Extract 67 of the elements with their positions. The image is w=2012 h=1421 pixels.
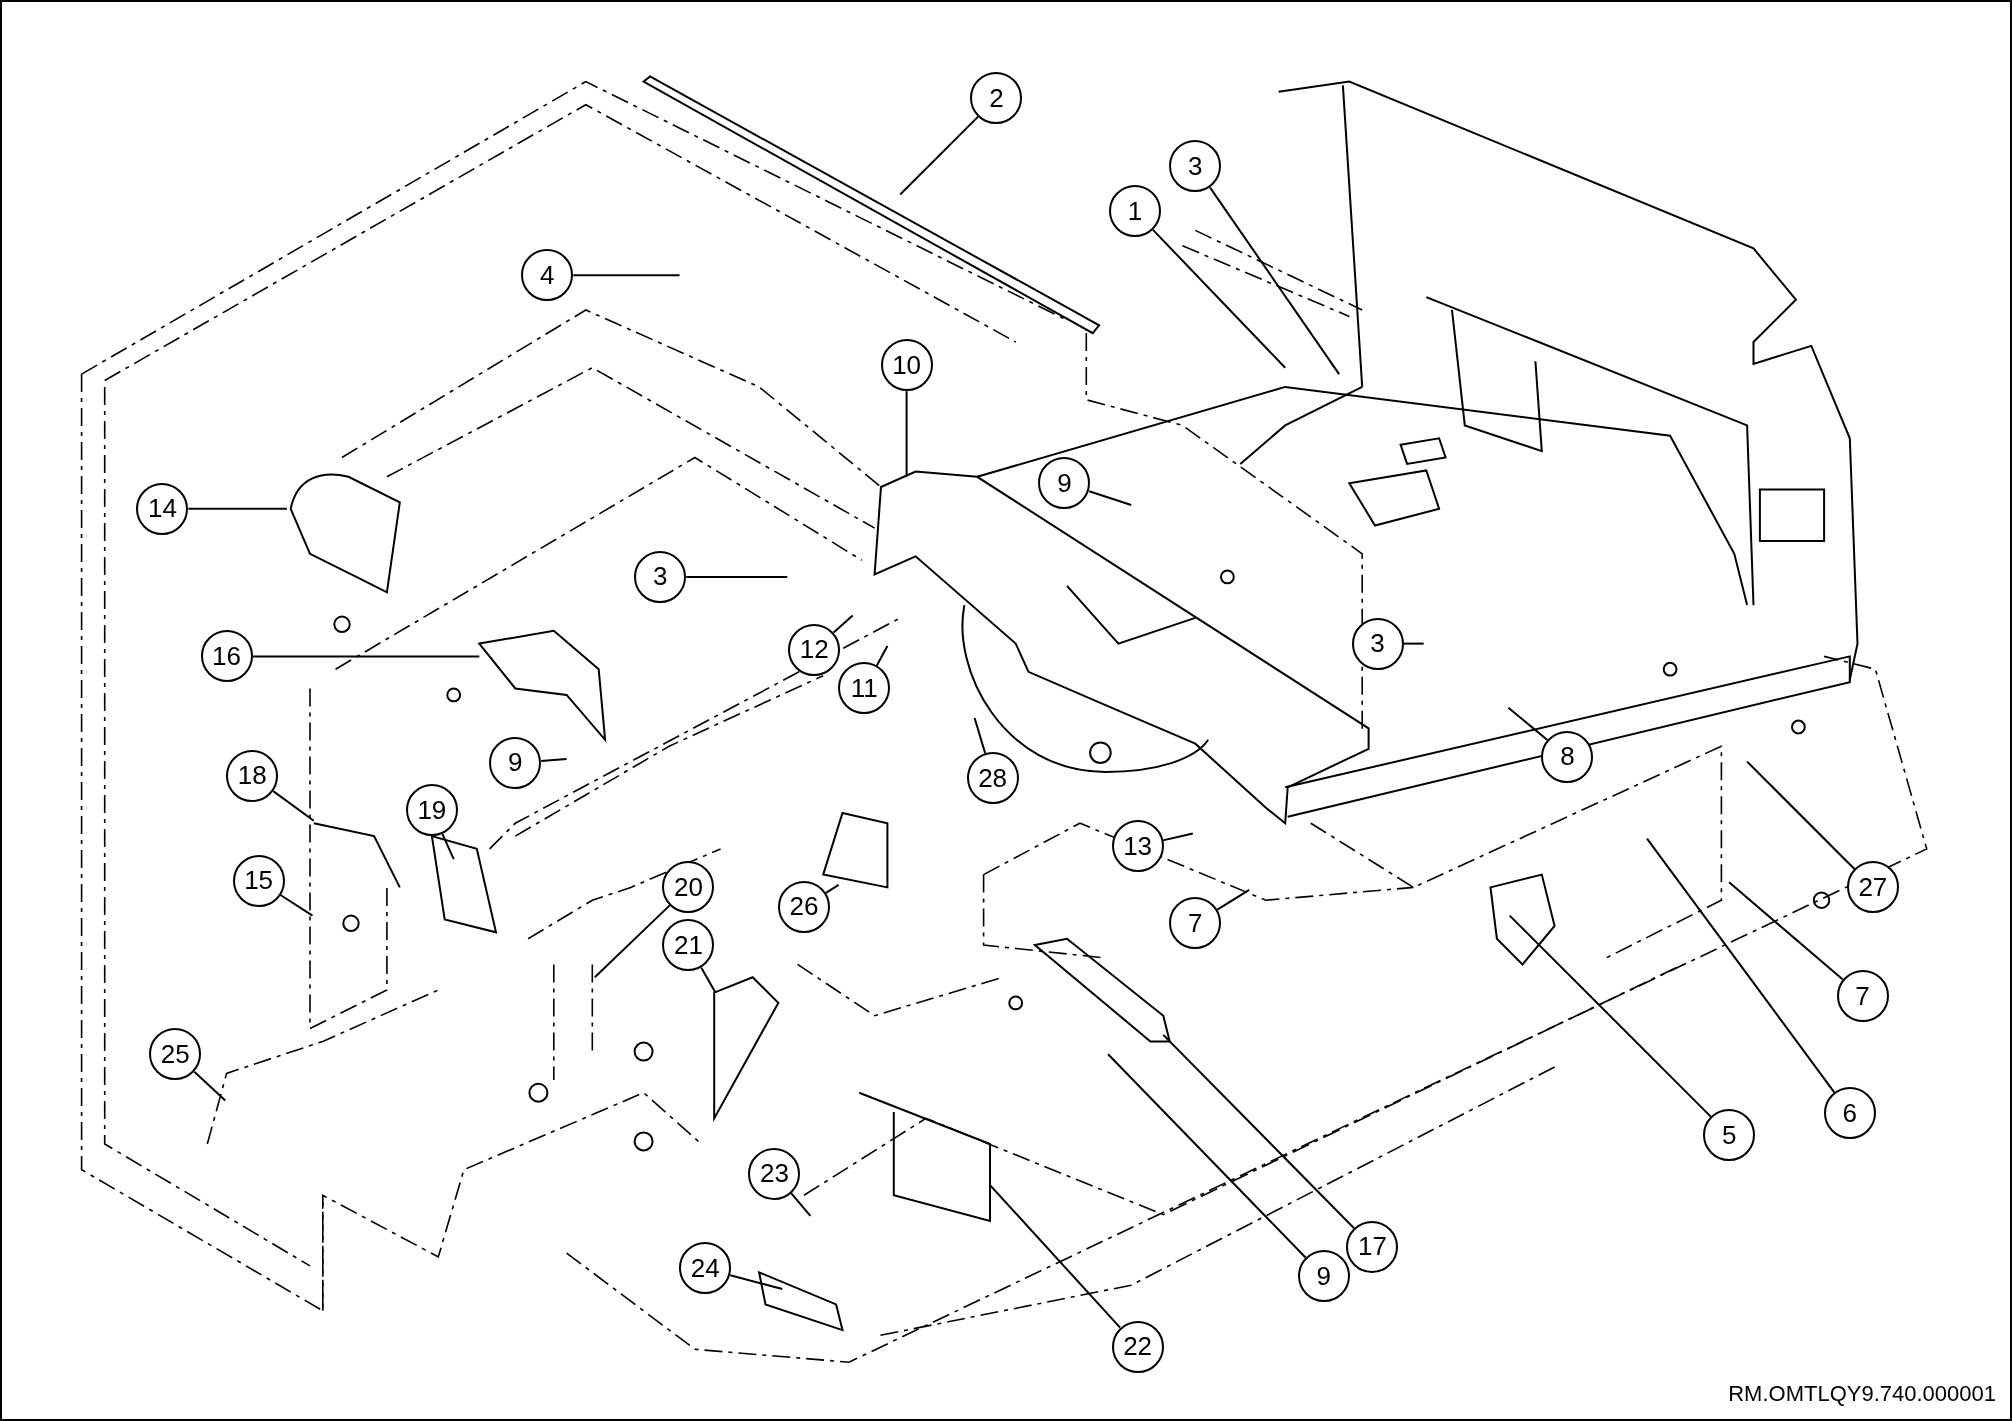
- leader-line: [1152, 228, 1287, 369]
- leader-line: [825, 883, 840, 894]
- leader-line: [1161, 832, 1194, 842]
- leader-line: [593, 904, 671, 979]
- callout-number: 18: [226, 749, 279, 802]
- callout-number: 3: [1169, 140, 1222, 193]
- callout-number: 10: [880, 339, 933, 392]
- leader-line: [272, 790, 315, 822]
- leader-line: [1402, 642, 1425, 645]
- callout-number: 8: [1541, 730, 1594, 783]
- callout-number: 26: [777, 880, 830, 933]
- callout-number: 14: [136, 482, 189, 535]
- callout-number: 5: [1703, 1109, 1756, 1162]
- leader-line: [187, 507, 288, 510]
- callout-number: 13: [1111, 820, 1164, 873]
- callout-number: 12: [788, 624, 841, 676]
- leader-line: [1728, 881, 1844, 981]
- callout-number: 21: [662, 919, 715, 972]
- callout-number: 25: [149, 1028, 202, 1081]
- leader-line: [790, 1192, 812, 1217]
- leader-line: [1107, 1053, 1307, 1259]
- leader-line: [572, 274, 681, 277]
- callout-number: 7: [1836, 970, 1889, 1023]
- leader-line: [1507, 706, 1549, 741]
- callout-number: 6: [1823, 1087, 1876, 1140]
- leader-line: [1508, 914, 1712, 1118]
- leader-line: [279, 894, 314, 917]
- callout-number: 27: [1846, 861, 1899, 914]
- callout-number: 9: [489, 736, 542, 789]
- leader-line: [1216, 888, 1251, 911]
- leader-line: [905, 390, 908, 478]
- leader-line: [251, 655, 481, 658]
- leader-line: [832, 614, 854, 634]
- leader-line: [875, 645, 889, 667]
- callout-number: 9: [1297, 1250, 1350, 1303]
- callout-number: 9: [1038, 457, 1091, 510]
- leader-line: [989, 1184, 1122, 1329]
- leader-line: [729, 1274, 784, 1290]
- leader-line: [1088, 490, 1133, 506]
- leader-line: [1209, 186, 1341, 376]
- callout-number: 16: [200, 630, 253, 683]
- leader-line: [540, 758, 568, 762]
- callout-number: 1: [1109, 185, 1162, 238]
- leader-line: [1162, 1033, 1356, 1230]
- leader-line: [193, 1070, 227, 1102]
- leader-line: [441, 833, 455, 861]
- callout-number: 3: [1351, 617, 1404, 670]
- callout-number: 19: [405, 784, 458, 837]
- callout-number: 28: [966, 752, 1019, 805]
- drawing-reference-code: RM.OMTLQY9.740.000001: [1728, 1381, 1996, 1407]
- callout-number: 17: [1346, 1220, 1399, 1273]
- leader-line: [899, 115, 980, 196]
- leader-line: [1646, 837, 1836, 1094]
- callout-number: 3: [634, 550, 687, 603]
- callout-number: 20: [662, 861, 715, 914]
- callout-number: 7: [1169, 897, 1222, 950]
- leader-line: [973, 717, 987, 755]
- callout-number: 15: [232, 854, 285, 907]
- leader-line: [685, 575, 789, 578]
- callout-number: 24: [679, 1242, 732, 1295]
- callout-number: 23: [748, 1147, 801, 1200]
- callout-number: 4: [521, 249, 574, 302]
- callout-number: 2: [970, 72, 1023, 125]
- callout-number: 11: [838, 662, 891, 715]
- leader-line: [1746, 760, 1856, 870]
- callout-number: 22: [1111, 1320, 1164, 1373]
- leader-line: [700, 966, 717, 994]
